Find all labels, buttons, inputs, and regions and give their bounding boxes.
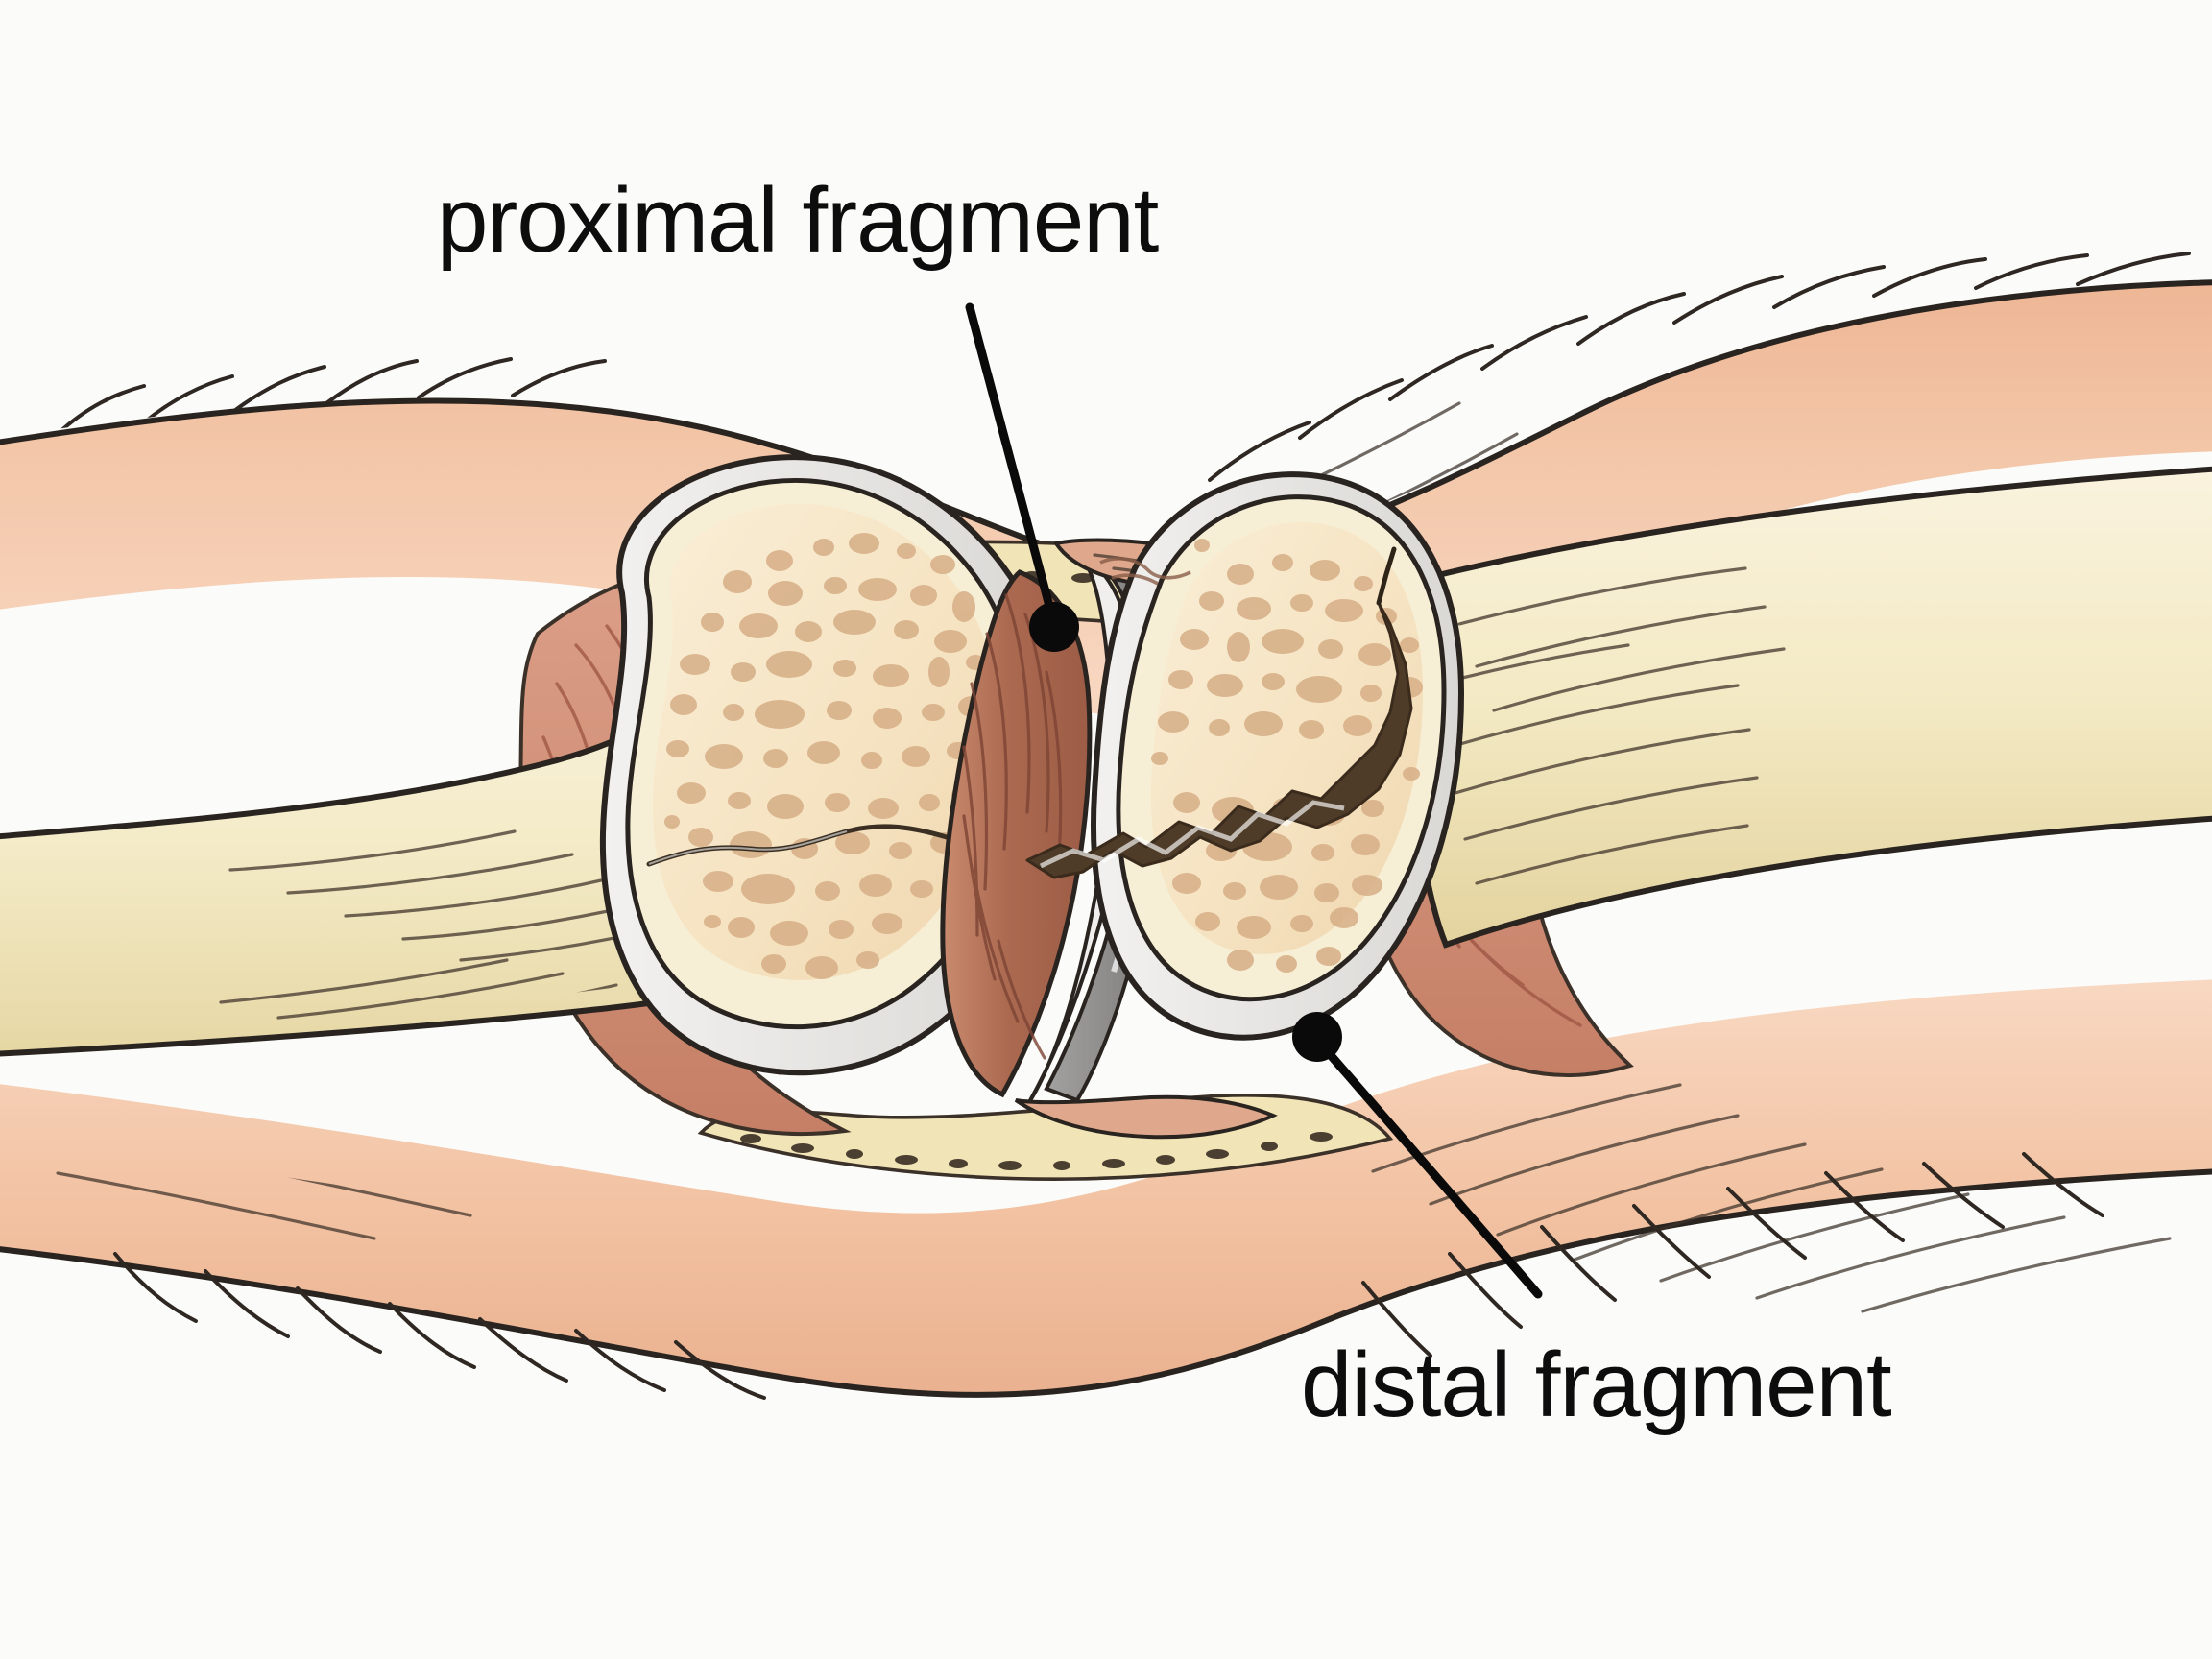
proximal-leader-dot bbox=[1029, 602, 1079, 652]
proximal-trabecular-pores bbox=[664, 533, 998, 979]
upper-skin-body bbox=[0, 282, 2212, 717]
label-distal-fragment: distal fragment bbox=[1301, 1334, 1891, 1436]
label-proximal-fragment: proximal fragment bbox=[437, 169, 1159, 272]
lower-skin-hair bbox=[113, 1152, 2104, 1400]
upper-skin-hair bbox=[56, 252, 2191, 482]
distal-leader-dot bbox=[1292, 1012, 1342, 1062]
capsule-fibers bbox=[962, 593, 1063, 1060]
lower-limb-skin bbox=[0, 979, 2212, 1398]
capsule-bone-detail bbox=[1099, 557, 1191, 586]
distal-fracture-tail bbox=[1376, 546, 1397, 606]
distal-leader-line bbox=[1312, 1035, 1543, 1299]
distal-fracture-highlight bbox=[1039, 800, 1345, 869]
callout-leaders bbox=[965, 302, 1543, 1299]
distal-fragment-group bbox=[1025, 471, 1465, 1041]
proximal-leader-line bbox=[965, 302, 1059, 629]
fat-dots-lower bbox=[740, 1132, 1333, 1170]
bone-shaft-right-texture bbox=[1431, 566, 1786, 885]
proximal-fracture-highlight bbox=[648, 830, 848, 865]
capsule-lower-wedge bbox=[1014, 1094, 1278, 1140]
distal-fracture bbox=[1025, 546, 1413, 879]
lower-skin-body bbox=[0, 979, 2212, 1395]
lower-skin-outline bbox=[0, 1168, 2212, 1398]
